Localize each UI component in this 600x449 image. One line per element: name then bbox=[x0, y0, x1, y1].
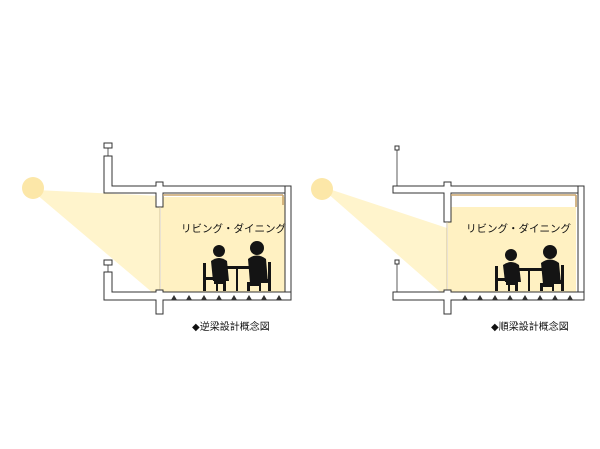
dining-silhouettes bbox=[203, 241, 271, 291]
room-label: リビング・ダイニング bbox=[181, 222, 286, 235]
inverted-beam-diagram: リビング・ダイニング ◆逆梁設計概念図 bbox=[22, 142, 292, 333]
room-label: リビング・ダイニング bbox=[466, 222, 571, 235]
sun-icon bbox=[311, 178, 333, 200]
diagram-caption: ◆逆梁設計概念図 bbox=[192, 320, 270, 333]
floor-supports bbox=[462, 295, 573, 300]
lower-balcony-slab bbox=[103, 271, 292, 315]
light-beam bbox=[326, 188, 447, 298]
right-wall bbox=[577, 185, 585, 301]
lower-railing-cap bbox=[394, 259, 400, 265]
diagram-caption: ◆順梁設計概念図 bbox=[491, 320, 569, 333]
upper-railing-cap bbox=[103, 142, 113, 149]
dining-silhouettes bbox=[495, 245, 564, 291]
light-beam bbox=[36, 190, 160, 299]
sun-icon bbox=[22, 177, 44, 199]
normal-beam-diagram: リビング・ダイニング ◆順梁設計概念図 bbox=[311, 145, 585, 333]
lower-balcony-slab bbox=[392, 289, 585, 315]
right-wall bbox=[284, 185, 292, 301]
floor-supports bbox=[171, 295, 282, 300]
upper-railing-cap bbox=[394, 145, 400, 151]
lower-railing-cap bbox=[103, 259, 113, 266]
